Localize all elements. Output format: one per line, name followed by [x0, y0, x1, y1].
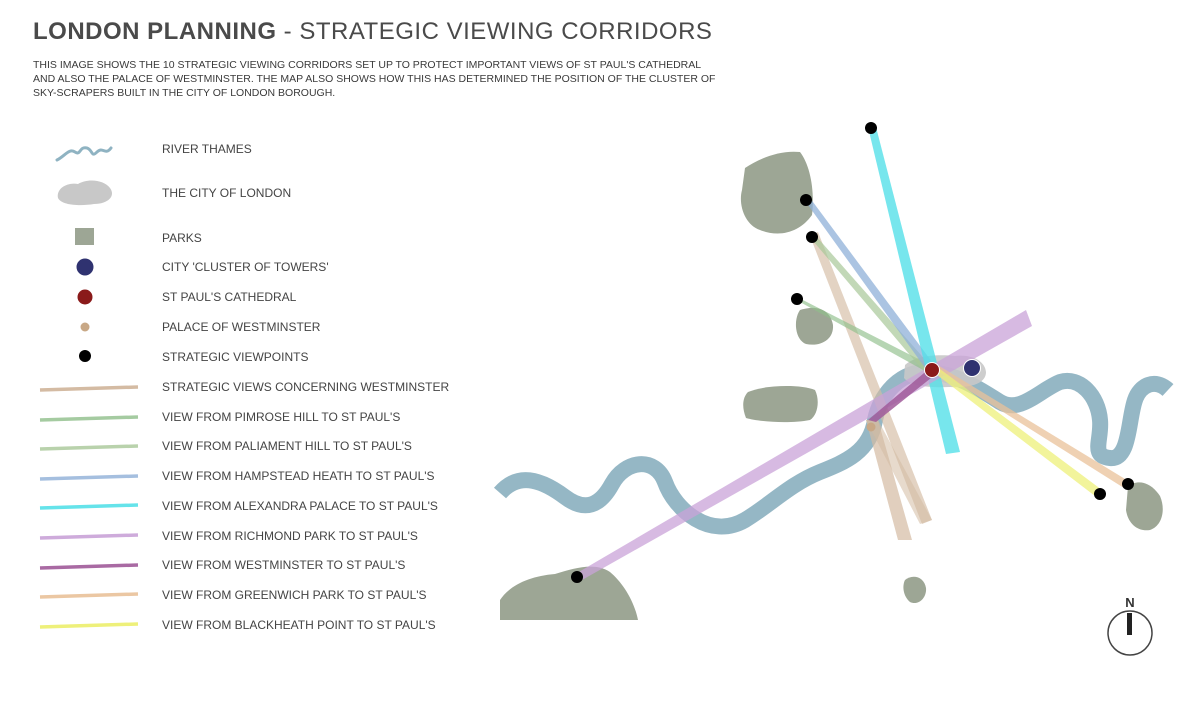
park-regents — [743, 386, 818, 423]
parliament-line-icon — [39, 444, 139, 451]
city-legend-icon — [57, 180, 113, 206]
blackheath-line-icon — [39, 622, 139, 629]
corridor-hampstead — [803, 198, 938, 372]
viewpoint-primrose-hill — [791, 293, 803, 305]
compass-circle — [1107, 610, 1153, 656]
corridor-primrose — [797, 297, 934, 376]
viewpoint-blackheath — [1094, 488, 1106, 500]
park-richmond — [500, 566, 638, 620]
river-legend-icon — [55, 146, 113, 162]
legend-parks: PARKS — [162, 231, 202, 245]
greenwich-line-icon — [39, 592, 139, 599]
title-bold: LONDON PLANNING — [33, 18, 277, 45]
st-pauls-cathedral — [924, 362, 940, 378]
hampstead-line-icon — [39, 474, 139, 481]
strategic-viewpoints — [571, 122, 1134, 583]
corridor-westminster-view — [868, 368, 936, 422]
legend-views-westminster: STRATEGIC VIEWS CONCERNING WESTMINSTER — [162, 380, 450, 394]
corridor-westminster-views-3 — [866, 420, 932, 524]
alexandra-line-icon — [39, 503, 139, 510]
legend-view-hampstead: VIEW FROM HAMPSTEAD HEATH TO ST PAUL'S — [162, 469, 435, 483]
viewpoint-richmond — [571, 571, 583, 583]
view-lines-legend-icons — [39, 385, 139, 629]
legend-river: RIVER THAMES — [162, 142, 252, 156]
legend-view-parliament: VIEW FROM PALIAMENT HILL TO ST PAUL'S — [162, 439, 412, 453]
view-corridors — [577, 127, 1130, 580]
viewpoint-greenwich — [1122, 478, 1134, 490]
corridor-westminster-views-2 — [866, 420, 912, 540]
corridor-greenwich — [930, 364, 1130, 488]
legend-view-westminster: VIEW FROM WESTMINSTER TO ST PAUL'S — [162, 558, 406, 572]
legend-view-primrose: VIEW FROM PIMROSE HILL TO ST PAUL'S — [162, 410, 401, 424]
legend-view-greenwich: VIEW FROM GREENWICH PARK TO ST PAUL'S — [162, 588, 427, 602]
westminster-views-line-icon — [39, 385, 139, 392]
viewpoint-hampstead-heath — [800, 194, 812, 206]
legend-view-richmond: VIEW FROM RICHMOND PARK TO ST PAUL'S — [162, 529, 418, 543]
corridor-westminster-views-1 — [810, 232, 932, 524]
stpauls-legend-icon — [77, 289, 93, 305]
palace-of-westminster — [866, 422, 876, 432]
legend-view-alexandra: VIEW FROM ALEXANDRA PALACE TO ST PAUL'S — [162, 499, 438, 513]
westminster-view-line-icon — [39, 563, 139, 570]
richmond-line-icon — [39, 533, 139, 540]
north-arrow-icon — [1127, 613, 1132, 635]
description: THIS IMAGE SHOWS THE 10 STRATEGIC VIEWIN… — [33, 59, 716, 99]
westminster-legend-icon — [80, 322, 90, 332]
viewpoint-legend-icon — [79, 350, 91, 362]
legend-view-blackheath: VIEW FROM BLACKHEATH POINT TO ST PAUL'S — [162, 618, 436, 632]
park-greenwich-small — [903, 576, 927, 604]
viewpoint-alexandra-palace — [865, 122, 877, 134]
legend-westminster: PALACE OF WESTMINSTER — [162, 320, 321, 334]
compass-label: N — [1125, 595, 1134, 610]
park-legend-icon — [75, 228, 94, 245]
park-primrose — [795, 307, 834, 345]
primrose-line-icon — [39, 415, 139, 422]
park-hampstead — [740, 151, 813, 234]
viewpoint-parliament-hill — [806, 231, 818, 243]
north-compass: N — [1107, 595, 1153, 656]
cluster-of-towers — [963, 359, 981, 377]
cluster-legend-icon — [76, 258, 94, 276]
legend-stpauls: ST PAUL'S CATHEDRAL — [162, 290, 297, 304]
corridor-richmond — [577, 310, 1032, 580]
park-blackheath — [1126, 482, 1163, 531]
legend-cluster: CITY 'CLUSTER OF TOWERS' — [162, 260, 329, 274]
legend-viewpoints: STRATEGIC VIEWPOINTS — [162, 350, 309, 364]
title-light: - STRATEGIC VIEWING CORRIDORS — [283, 18, 713, 45]
page-title: LONDON PLANNING - STRATEGIC VIEWING CORR… — [33, 18, 712, 46]
corridor-parliament — [808, 235, 936, 374]
corridor-blackheath — [928, 366, 1102, 496]
legend-city: THE CITY OF LONDON — [162, 186, 292, 200]
